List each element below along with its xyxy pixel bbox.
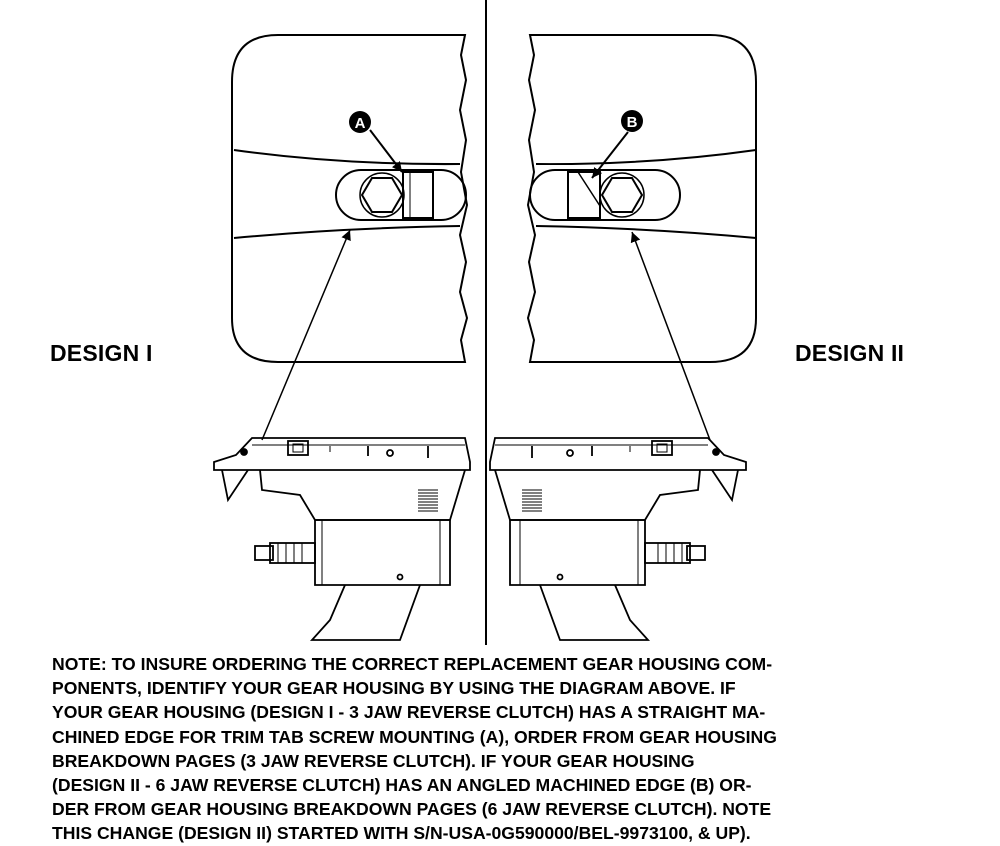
note-line: (DESIGN II - 6 JAW REVERSE CLUTCH) HAS A…	[52, 775, 752, 796]
note-line: CHINED EDGE FOR TRIM TAB SCREW MOUNTING …	[52, 726, 777, 747]
leader-left	[261, 229, 351, 441]
design-2-label: DESIGN II	[795, 340, 905, 366]
note-line: BREAKDOWN PAGES (3 JAW REVERSE CLUTCH). …	[52, 750, 695, 771]
note-line: NOTE: TO INSURE ORDERING THE CORRECT REP…	[52, 654, 773, 674]
gear-housing-design-1	[213, 437, 471, 641]
callout-b-badge: B	[621, 110, 643, 132]
callout-a-badge: A	[349, 111, 371, 133]
gear-housing-diagram: A B	[213, 0, 757, 645]
svg-text:B: B	[627, 114, 638, 131]
leader-right	[630, 231, 711, 441]
detail-view-design-1	[231, 34, 469, 363]
callout-b-arrow	[591, 131, 629, 179]
note-line: DER FROM GEAR HOUSING BREAKDOWN PAGES (6…	[52, 799, 772, 820]
gear-housing-design-2	[489, 437, 747, 641]
callout-a-arrow	[369, 129, 403, 173]
design-1-label: DESIGN I	[50, 340, 153, 366]
svg-text:A: A	[355, 115, 366, 132]
note-line: PONENTS, IDENTIFY YOUR GEAR HOUSING BY U…	[52, 678, 736, 699]
detail-view-design-2	[526, 34, 757, 363]
note-text: NOTE: TO INSURE ORDERING THE CORRECT REP…	[52, 652, 992, 846]
note-line: YOUR GEAR HOUSING (DESIGN I - 3 JAW REVE…	[52, 702, 766, 723]
note-line: THIS CHANGE (DESIGN II) STARTED WITH S/N…	[52, 823, 751, 844]
